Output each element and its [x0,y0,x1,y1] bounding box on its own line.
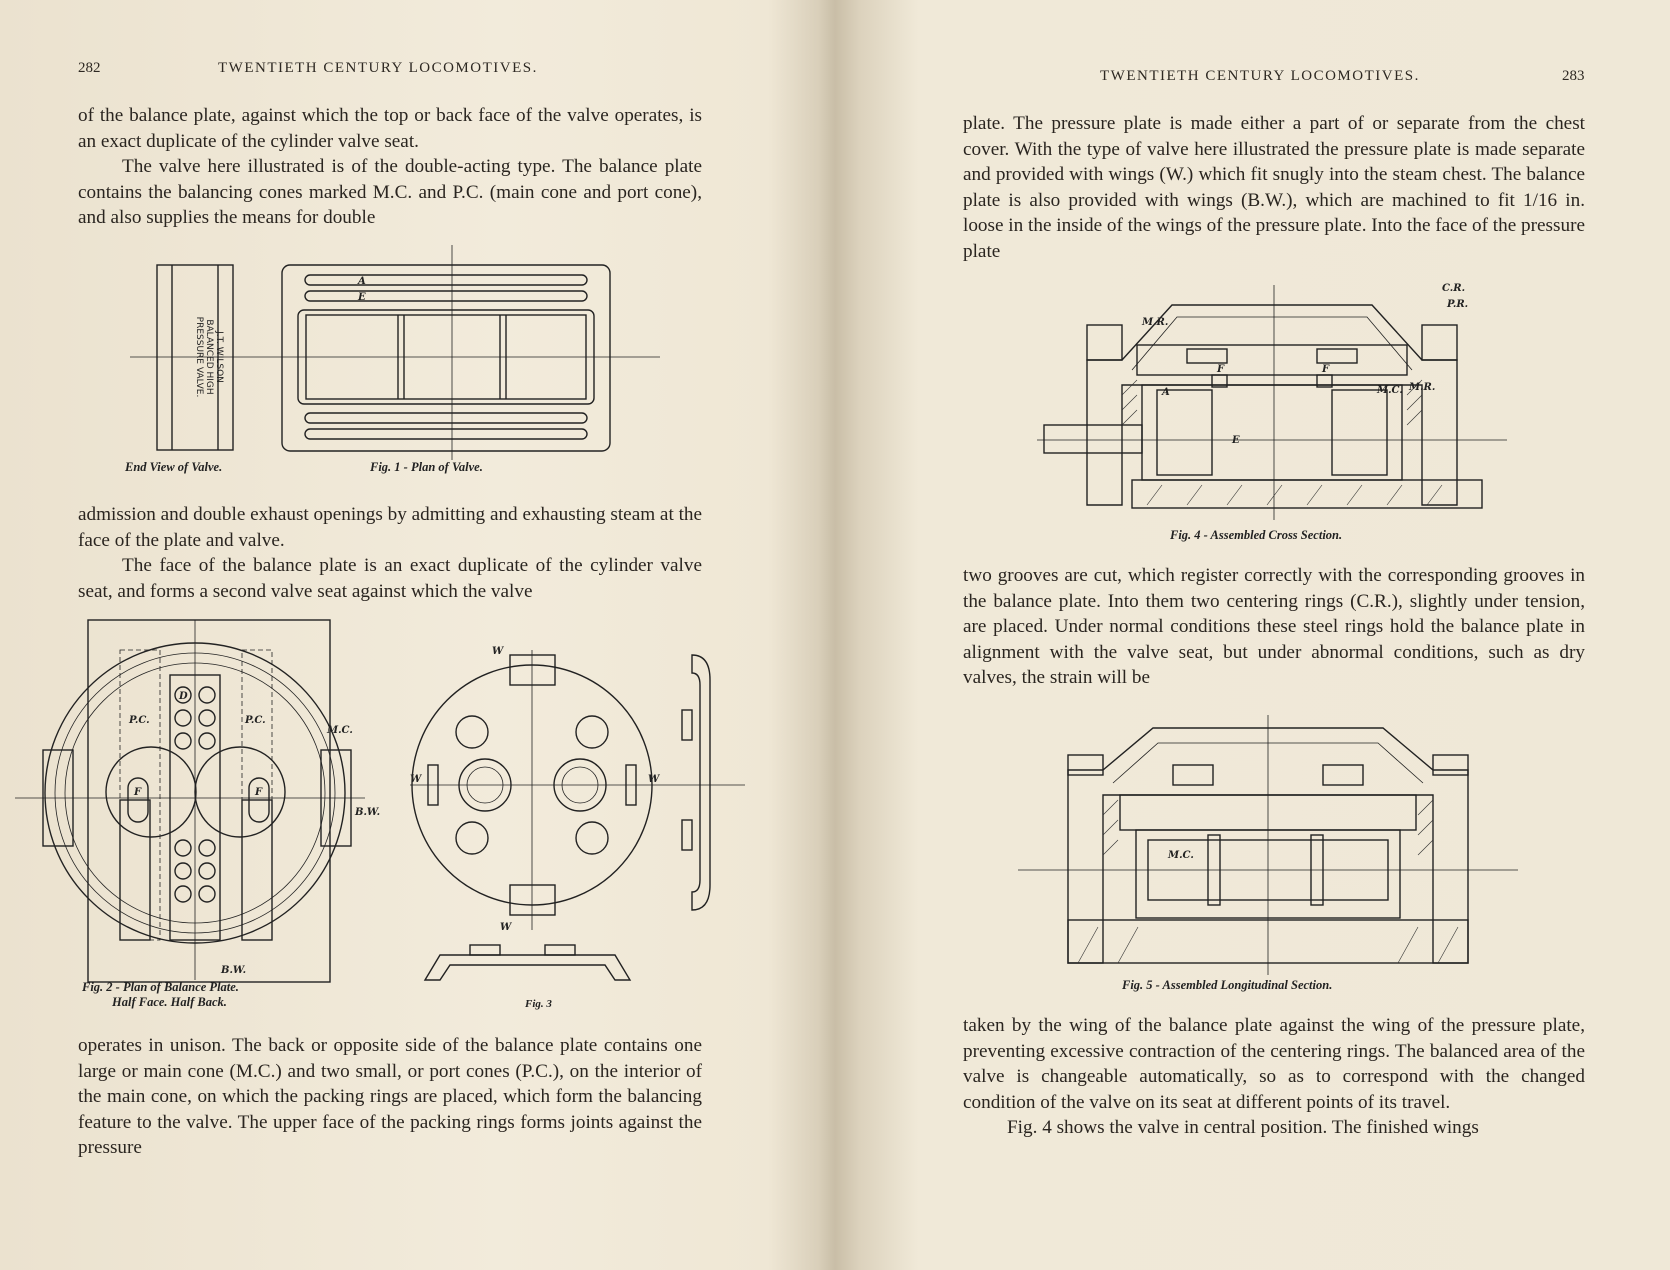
paragraph: operates in unison. The back or opposite… [78,1035,702,1158]
label-w-bottom: W [500,922,513,933]
fig2-balance-plate: P.C. P.C. M.C. B.W. B.W. F F D [15,619,380,983]
label-a: A [357,276,366,287]
page-number: 282 [78,60,101,76]
paragraph-block: plate. The pressure plate is made either… [963,111,1585,264]
lettering-line: BALANCED HIGH [204,319,214,394]
fig5-caption: Fig. 5 - Assembled Longitudinal Section. [1122,978,1333,992]
label-mc: M.C. [326,725,353,736]
running-head: TWENTIETH CENTURY LOCOMOTIVES. [218,60,538,76]
label-w-right: W [648,774,661,785]
paragraph: two grooves are cut, which register corr… [963,565,1585,688]
label-f-right: F [254,787,263,798]
lettering-line: PRESSURE VALVE. [194,317,204,398]
label-w-left: W [410,774,423,785]
label-f-left: F [133,787,142,798]
paragraph-block: taken by the wing of the balance plate a… [963,1013,1585,1141]
fig1-plan-of-valve: A E J.T. WILSON BALANCED HIGH PRESSURE V… [130,245,660,460]
label-mc: M.C. [1167,850,1194,861]
label-cr: C.R. [1442,283,1465,294]
fig5-longitudinal-section: M.C. [1018,715,1518,975]
label-mr-left: M.R. [1141,317,1168,328]
fig3-pressure-plate: W W W W [410,646,745,981]
fig4-cross-section: C.R. P.R. M.R. M.R. M.C. F F A E [1037,283,1507,520]
label-pr: P.R. [1446,299,1468,310]
label-w-top: W [492,646,505,657]
left-page: 282 TWENTIETH CENTURY LOCOMOTIVES. of th… [15,60,745,1161]
paragraph: The face of the balance plate is an exac… [78,555,702,602]
label-f-left: F [1216,364,1225,375]
paragraph-block: of the balance plate, against which the … [78,103,702,231]
paragraph: Fig. 4 shows the valve in central positi… [1007,1117,1479,1138]
label-e: E [1231,435,1240,446]
end-view-lettering: J.T. WILSON BALANCED HIGH PRESSURE VALVE… [194,317,224,398]
label-mr-right: M.R. [1408,382,1435,393]
right-page: TWENTIETH CENTURY LOCOMOTIVES. 283 plate… [835,0,1670,1270]
fig3-caption: Fig. 3 [525,998,552,1010]
paragraph-block: admission and double exhaust openings by… [78,502,702,604]
fig1-caption: Fig. 1 - Plan of Valve. [370,460,483,474]
paragraph: admission and double exhaust openings by… [78,504,703,551]
fig2-caption-line1: Fig. 2 - Plan of Balance Plate. [82,980,239,994]
label-a: A [1161,387,1170,398]
paragraph-block: two grooves are cut, which register corr… [963,563,1585,691]
label-f-right: F [1321,364,1330,375]
label-bw-bottom: B.W. [220,965,246,976]
paragraph: plate. The pressure plate is made either… [963,113,1585,262]
end-view-caption: End View of Valve. [125,460,223,474]
label-mc: M.C. [1376,385,1403,396]
paragraph: The valve here illustrated is of the dou… [78,156,702,228]
fig2-caption-line2: Half Face. Half Back. [112,995,227,1009]
lettering-line: J.T. WILSON [214,330,224,383]
paragraph-block: operates in unison. The back or opposite… [78,1033,702,1161]
label-e: E [357,292,366,303]
label-pc-left: P.C. [128,715,150,726]
paragraph: taken by the wing of the balance plate a… [963,1015,1585,1113]
paragraph: of the balance plate, against which the … [78,105,702,152]
label-pc-right: P.C. [244,715,266,726]
running-head: TWENTIETH CENTURY LOCOMOTIVES. [1100,68,1420,84]
label-bw: B.W. [354,807,380,818]
label-d: D [178,691,188,702]
fig4-caption: Fig. 4 - Assembled Cross Section. [1170,528,1343,542]
page-number: 283 [1562,68,1585,84]
